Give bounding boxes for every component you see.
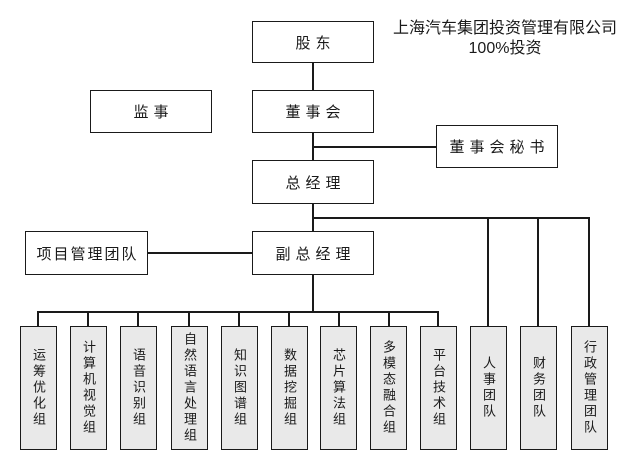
connector-drop-group-4: [188, 311, 190, 326]
investor-note-line1: 上海汽车集团投资管理有限公司: [392, 20, 617, 37]
connector-gm-teams-bus: [312, 217, 589, 219]
dept-chip-algorithm-group: 芯片算法组: [320, 326, 357, 450]
node-supervisor: 监事: [90, 90, 212, 133]
dept-nlp-group: 自然语言处理组: [171, 326, 208, 450]
connector-to-board-secretary: [312, 146, 436, 148]
connector-drop-group-3: [137, 311, 139, 326]
connector-drop-group-5: [238, 311, 240, 326]
dept-computer-vision-group: 计算机视觉组: [70, 326, 107, 450]
team-admin-management: 行政管理团队: [571, 326, 608, 450]
team-finance: 财务团队: [520, 326, 557, 450]
connector-drop-group-6: [288, 311, 290, 326]
node-deputy-general-manager: 副总经理: [252, 231, 374, 275]
connector-pm-team-dgm: [148, 252, 252, 254]
connector-drop-admin-team: [588, 217, 590, 326]
connector-shareholder-board: [312, 63, 314, 90]
connector-drop-group-9: [437, 311, 439, 326]
node-shareholder: 股东: [252, 21, 374, 63]
node-board-of-directors: 董事会: [252, 90, 374, 133]
dept-knowledge-graph-group: 知识图谱组: [221, 326, 258, 450]
dept-operations-optimization-group: 运筹优化组: [20, 326, 57, 450]
investor-note: 上海汽车集团投资管理有限公司 100%投资: [384, 19, 626, 59]
connector-drop-group-1: [37, 311, 39, 326]
connector-drop-finance-team: [537, 217, 539, 326]
connector-drop-group-2: [87, 311, 89, 326]
dept-data-mining-group: 数据挖掘组: [271, 326, 308, 450]
node-board-secretary: 董事会秘书: [436, 125, 558, 168]
dept-platform-tech-group: 平台技术组: [420, 326, 457, 450]
connector-drop-group-7: [338, 311, 340, 326]
node-general-manager: 总经理: [252, 160, 374, 204]
connector-drop-hr-team: [487, 217, 489, 326]
team-hr: 人事团队: [470, 326, 507, 450]
node-project-management-team: 项目管理团队: [25, 231, 148, 275]
connector-drop-group-8: [388, 311, 390, 326]
dept-multimodal-fusion-group: 多模态融合组: [370, 326, 407, 450]
investor-note-line2: 100%投资: [468, 40, 542, 57]
connector-dgm-down: [312, 275, 314, 312]
dept-speech-recognition-group: 语音识别组: [120, 326, 157, 450]
